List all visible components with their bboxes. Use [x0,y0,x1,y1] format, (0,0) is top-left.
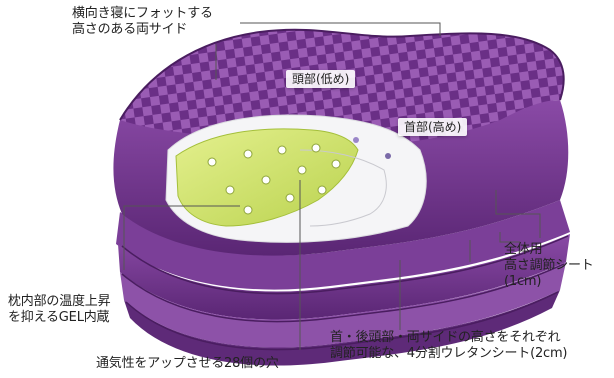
full-sheet-line3: (1cm) [504,274,542,289]
ventilation-holes [207,137,391,215]
full-sheet-line1: 全体用 [504,242,543,257]
gel-callout: 枕内部の温度上昇 を抑えるGEL内蔵 [8,294,111,326]
holes-callout: 通気性をアップさせる28個の穴 [96,356,279,371]
gel-line2: を抑えるGEL内蔵 [8,310,110,325]
side-fit-line1: 横向き寝にフォットする [72,6,213,21]
cutaway-section [165,114,427,243]
full-sheet-line2: 高さ調節シート [504,258,594,273]
full-sheet-callout: 全体用 高さ調節シート (1cm) [504,242,594,290]
head-low-tag: 頭部(低め) [286,70,356,88]
side-fit-callout: 横向き寝にフォットする 高さのある両サイド [72,6,213,38]
bottom-sheets [116,200,570,366]
leader-lines [123,22,541,350]
side-fit-line2: 高さのある両サイド [72,22,188,37]
adjust-line2: 調節可能な、4分割ウレタンシート(2cm) [330,346,568,361]
neck-high-tag: 首部(高め) [398,118,468,136]
adjust-line1: 首・後頭部・両サイドの高さをそれぞれ [330,330,561,345]
adjust-callout: 首・後頭部・両サイドの高さをそれぞれ 調節可能な、4分割ウレタンシート(2cm) [330,330,567,362]
gel-line1: 枕内部の温度上昇 [8,294,111,309]
